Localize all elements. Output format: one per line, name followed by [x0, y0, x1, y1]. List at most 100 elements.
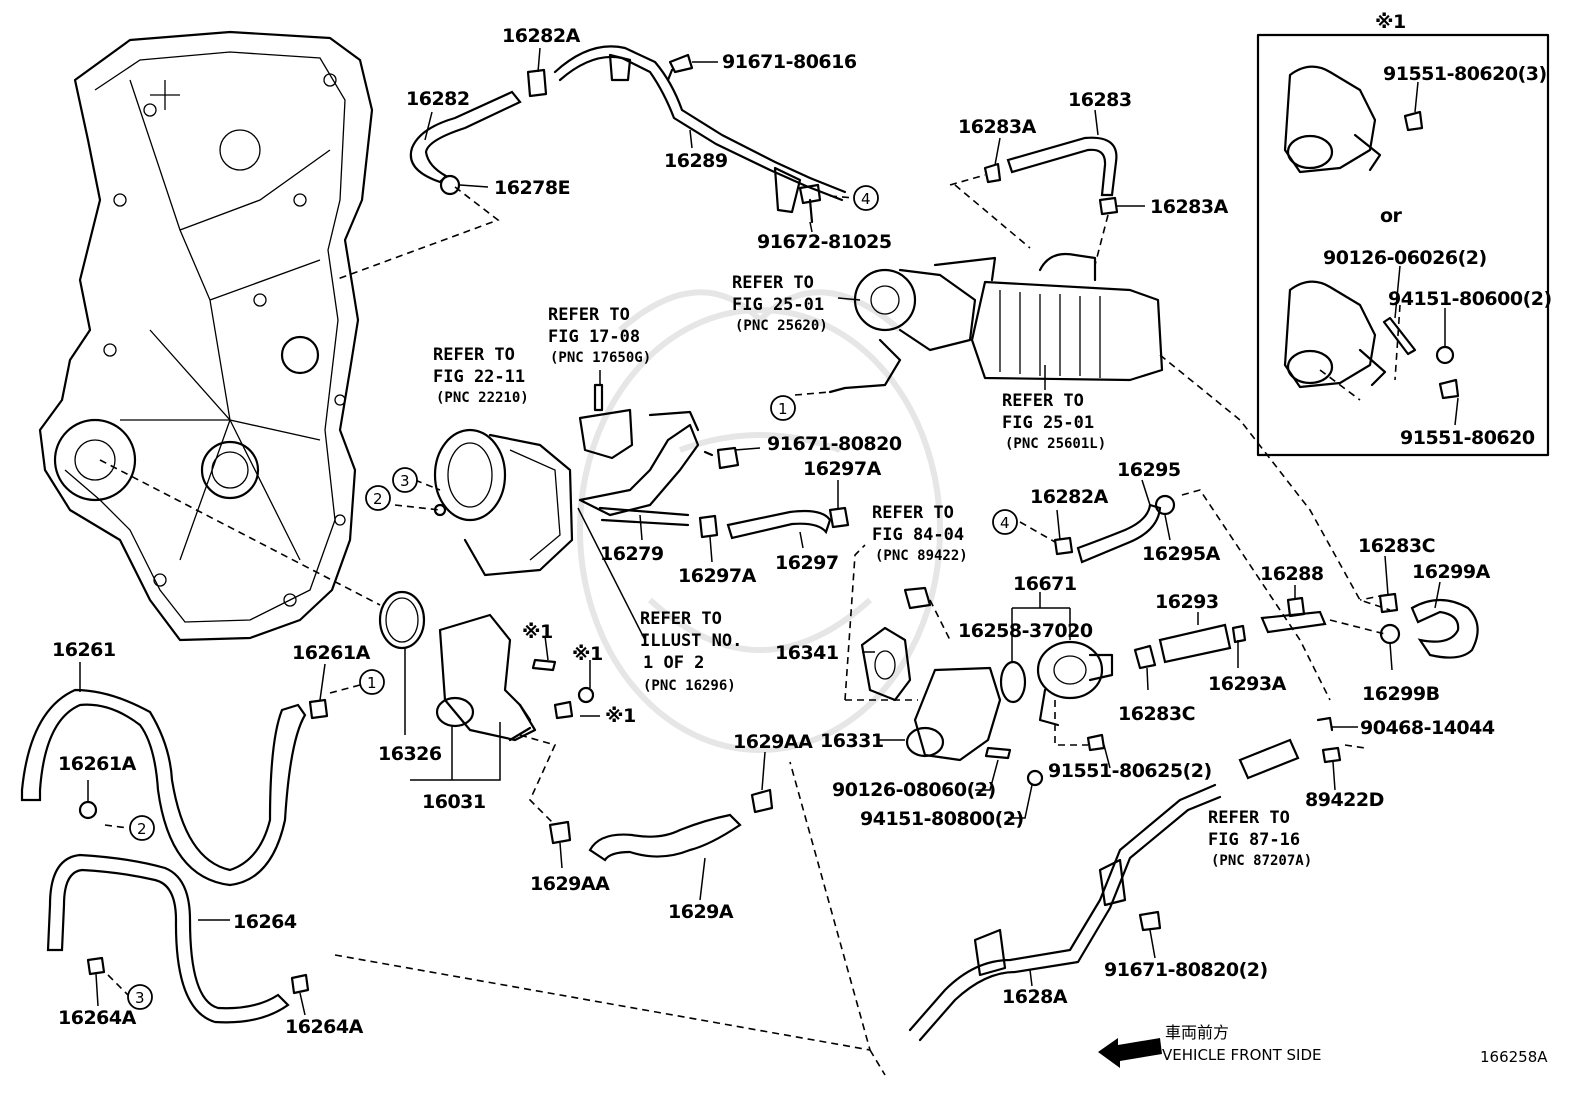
label-91551-80620: 91551-80620 [1400, 427, 1535, 449]
clamp-16297A-top [828, 506, 850, 529]
circle-marker-1a: 1 [770, 395, 796, 421]
label-inset-s1: ※1 [1375, 11, 1406, 33]
label-16261A-1: 16261A [292, 642, 371, 664]
ref-fig-84-04: REFER TO FIG 84-04 (PNC 89422) [872, 503, 968, 564]
bolt-91551-80625 [1086, 733, 1106, 752]
direction-japanese: 車両前方 [1165, 1023, 1229, 1042]
svg-text:FIG 22-11: FIG 22-11 [433, 367, 525, 387]
svg-text:(PNC 89422): (PNC 89422) [875, 548, 968, 564]
label-16282A-2: 16282A [1030, 486, 1109, 508]
svg-text:4: 4 [861, 190, 871, 208]
dashed-connection-lines [99, 174, 1401, 1076]
part-labels: 16282A 91671-80616 16282 16289 16278E 91… [52, 11, 1552, 1038]
bolt-91671-80616 [666, 53, 694, 82]
svg-text:1 OF 2: 1 OF 2 [643, 653, 704, 673]
circle-marker-4a: 4 [853, 185, 879, 211]
label-90126-06026-2: 90126-06026(2) [1323, 247, 1487, 269]
label-16279: 16279 [600, 543, 664, 565]
circle-marker-2a: 2 [365, 485, 391, 511]
hose-87207A [1238, 738, 1300, 780]
svg-text:(PNC 22210): (PNC 22210) [436, 390, 529, 406]
circle-marker-3b: 3 [127, 984, 153, 1010]
diagram-code: 166258A [1480, 1048, 1548, 1066]
label-16288: 16288 [1260, 563, 1324, 585]
gasket-16341 [860, 626, 912, 702]
nut-94151-80800 [1026, 769, 1044, 787]
clamp-1629AA-top [750, 788, 774, 814]
label-1629AA-2: 1629AA [530, 873, 610, 895]
hose-16264 [46, 853, 290, 1024]
svg-text:2: 2 [373, 490, 383, 508]
throttle-body [433, 428, 574, 577]
clamp-16261A-1 [308, 698, 329, 720]
label-s1-nut: ※1 [572, 643, 603, 665]
label-16297A-top: 16297A [803, 458, 882, 480]
inset-alternative-parts [1256, 33, 1550, 457]
svg-text:REFER TO: REFER TO [548, 305, 630, 325]
clamp-1629AA-bottom [548, 820, 572, 845]
direction-english: VEHICLE FRONT SIDE [1162, 1046, 1322, 1064]
clamp-16293A [1231, 624, 1247, 644]
label-16264A-1: 16264A [58, 1007, 137, 1029]
label-16283C-1: 16283C [1358, 535, 1435, 557]
label-16326: 16326 [378, 743, 442, 765]
svg-text:FIG 25-01: FIG 25-01 [732, 295, 824, 315]
hose-16283 [1006, 136, 1118, 197]
label-16258-37020: 16258-37020 [958, 620, 1093, 642]
hose-16261 [20, 688, 307, 887]
clamp-16297A-bottom [698, 514, 719, 539]
label-16341: 16341 [775, 642, 839, 664]
gasket-16326 [378, 590, 426, 650]
label-1628A: 1628A [1002, 986, 1068, 1008]
svg-text:3: 3 [400, 472, 410, 490]
circle-marker-4b: 4 [992, 509, 1018, 535]
stud-90126-08060 [984, 746, 1012, 760]
label-16331: 16331 [820, 730, 884, 752]
hose-16282 [409, 90, 522, 184]
label-90468-14044: 90468-14044 [1360, 717, 1495, 739]
svg-text:REFER TO: REFER TO [1002, 391, 1084, 411]
hose-1629A [588, 813, 742, 862]
circle-marker-1b: 1 [359, 669, 385, 695]
label-91671-80616: 91671-80616 [722, 51, 857, 73]
label-16295: 16295 [1117, 459, 1181, 481]
label-89422D: 89422D [1305, 789, 1384, 811]
clamp-16283A-right [1098, 196, 1119, 216]
bolt-91672-81025 [798, 183, 822, 224]
hose-16299A [1410, 598, 1479, 659]
label-16283: 16283 [1068, 89, 1132, 111]
label-16264: 16264 [233, 911, 297, 933]
nut-s1 [577, 686, 595, 704]
label-90126-08060-2: 90126-08060(2) [832, 779, 996, 801]
label-16671: 16671 [1013, 573, 1077, 595]
arrow-left-icon [1098, 1038, 1162, 1068]
label-91551-80625-2: 91551-80625(2) [1048, 760, 1212, 782]
label-16297: 16297 [775, 552, 839, 574]
hose-16295 [1076, 503, 1162, 564]
svg-text:(PNC 17650G): (PNC 17650G) [550, 350, 651, 366]
clamp-16278E [439, 174, 461, 196]
svg-text:REFER TO: REFER TO [1208, 808, 1290, 828]
svg-text:FIG 17-08: FIG 17-08 [548, 327, 640, 347]
svg-text:(PNC 16296): (PNC 16296) [643, 678, 736, 694]
label-91672-81025: 91672-81025 [757, 231, 892, 253]
ref-fig-87-16: REFER TO FIG 87-16 (PNC 87207A) [1208, 808, 1312, 869]
ref-fig-17-08: REFER TO FIG 17-08 (PNC 17650G) [548, 305, 651, 366]
clamp-16283C-2 [1133, 644, 1157, 670]
water-pipe-1628A [908, 783, 1222, 1042]
label-16282A: 16282A [502, 25, 581, 47]
svg-text:1: 1 [367, 674, 377, 692]
clamp-16282A [526, 68, 548, 98]
bolt-s1 [553, 700, 574, 720]
label-16264A-2: 16264A [285, 1016, 364, 1038]
bolt-91671-80820 [703, 446, 740, 470]
label-16261: 16261 [52, 639, 116, 661]
clamp-16283A-top [983, 162, 1002, 184]
clamp-16264A-2 [290, 973, 310, 995]
label-16299A: 16299A [1412, 561, 1491, 583]
label-16299B: 16299B [1362, 683, 1440, 705]
water-pump-16671 [1036, 640, 1114, 727]
ref-illust-1-of-2: REFER TO ILLUST NO. 1 OF 2 (PNC 16296) [640, 609, 742, 694]
label-1629A: 1629A [668, 901, 734, 923]
clamp-16299B [1379, 623, 1401, 645]
